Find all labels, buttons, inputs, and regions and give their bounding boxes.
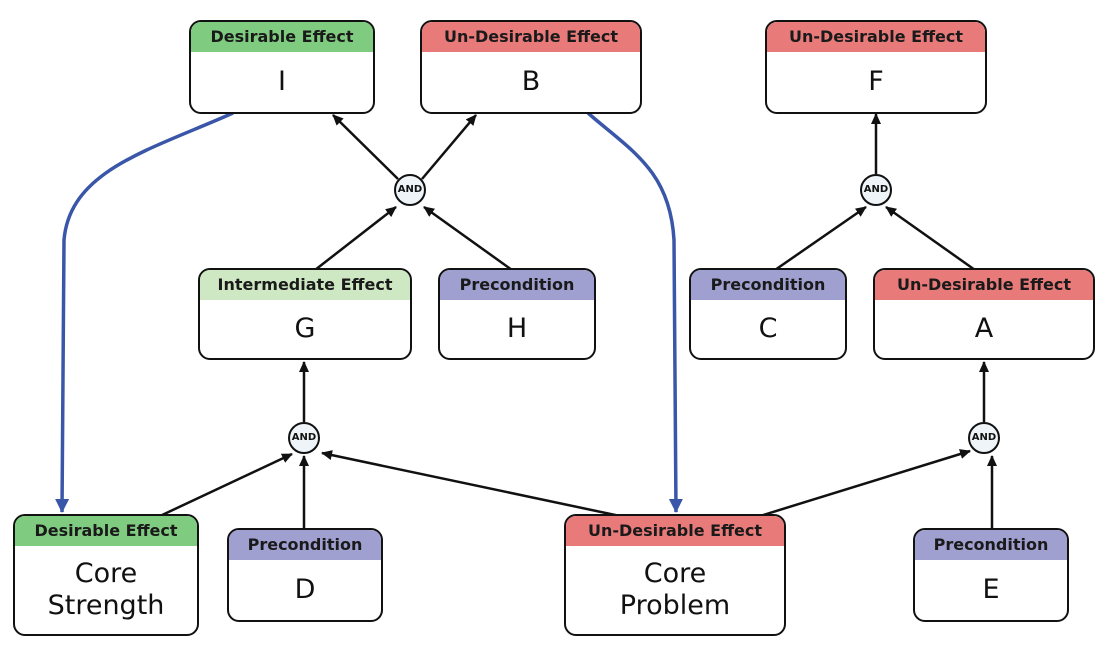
node-core-strength-label: Core Strength: [47, 558, 165, 621]
edge-A-to-gate2: [885, 205, 976, 272]
node-core-strength: Desirable Effect Core Strength: [13, 514, 199, 636]
node-F-label: F: [868, 66, 884, 97]
node-D-header: Precondition: [229, 530, 381, 560]
node-E-header: Precondition: [915, 530, 1067, 560]
node-E-label: E: [982, 574, 1000, 605]
node-core-strength-header: Desirable Effect: [15, 516, 197, 546]
edge-gate1-to-I: [332, 114, 399, 180]
edge-core-strength-to-gate3: [159, 452, 293, 518]
node-core-problem-label: Core Problem: [619, 558, 731, 621]
node-H-header: Precondition: [440, 270, 594, 300]
edge-gate1-to-B: [421, 114, 477, 180]
node-I-header: Desirable Effect: [191, 22, 373, 52]
node-I: Desirable Effect I: [189, 20, 375, 114]
node-A: Un-Desirable Effect A: [873, 268, 1095, 360]
node-C-header: Precondition: [691, 270, 845, 300]
node-B-label: B: [521, 66, 541, 97]
node-D-label: D: [294, 574, 316, 605]
and-gate-1: AND: [394, 174, 426, 206]
feedback-arrow-B-to-core-problem: [586, 111, 683, 513]
node-A-header: Un-Desirable Effect: [875, 270, 1093, 300]
node-B-header: Un-Desirable Effect: [422, 22, 640, 52]
edge-core-problem-to-gate3: [321, 450, 621, 518]
node-core-problem: Un-Desirable Effect Core Problem: [564, 514, 786, 636]
node-G-header: Intermediate Effect: [200, 270, 410, 300]
node-H: Precondition H: [438, 268, 596, 360]
edge-core-problem-to-gate4: [759, 449, 971, 518]
edge-H-to-gate1: [423, 205, 513, 272]
node-D: Precondition D: [227, 528, 383, 622]
node-F: Un-Desirable Effect F: [765, 20, 987, 114]
node-G: Intermediate Effect G: [198, 268, 412, 360]
and-gate-2: AND: [860, 174, 892, 206]
and-gate-4: AND: [968, 422, 1000, 454]
node-core-problem-header: Un-Desirable Effect: [566, 516, 784, 546]
node-E: Precondition E: [913, 528, 1069, 622]
node-C-label: C: [758, 313, 778, 344]
node-C: Precondition C: [689, 268, 847, 360]
node-A-label: A: [974, 313, 994, 344]
node-H-label: H: [506, 313, 528, 344]
and-gate-3: AND: [288, 422, 320, 454]
edge-G-to-gate1: [314, 206, 397, 271]
node-I-label: I: [278, 66, 286, 97]
node-B: Un-Desirable Effect B: [420, 20, 642, 114]
feedback-arrow-I-to-core-strength: [55, 111, 234, 513]
edge-C-to-gate2: [774, 205, 867, 272]
node-F-header: Un-Desirable Effect: [767, 22, 985, 52]
node-G-label: G: [294, 313, 316, 344]
